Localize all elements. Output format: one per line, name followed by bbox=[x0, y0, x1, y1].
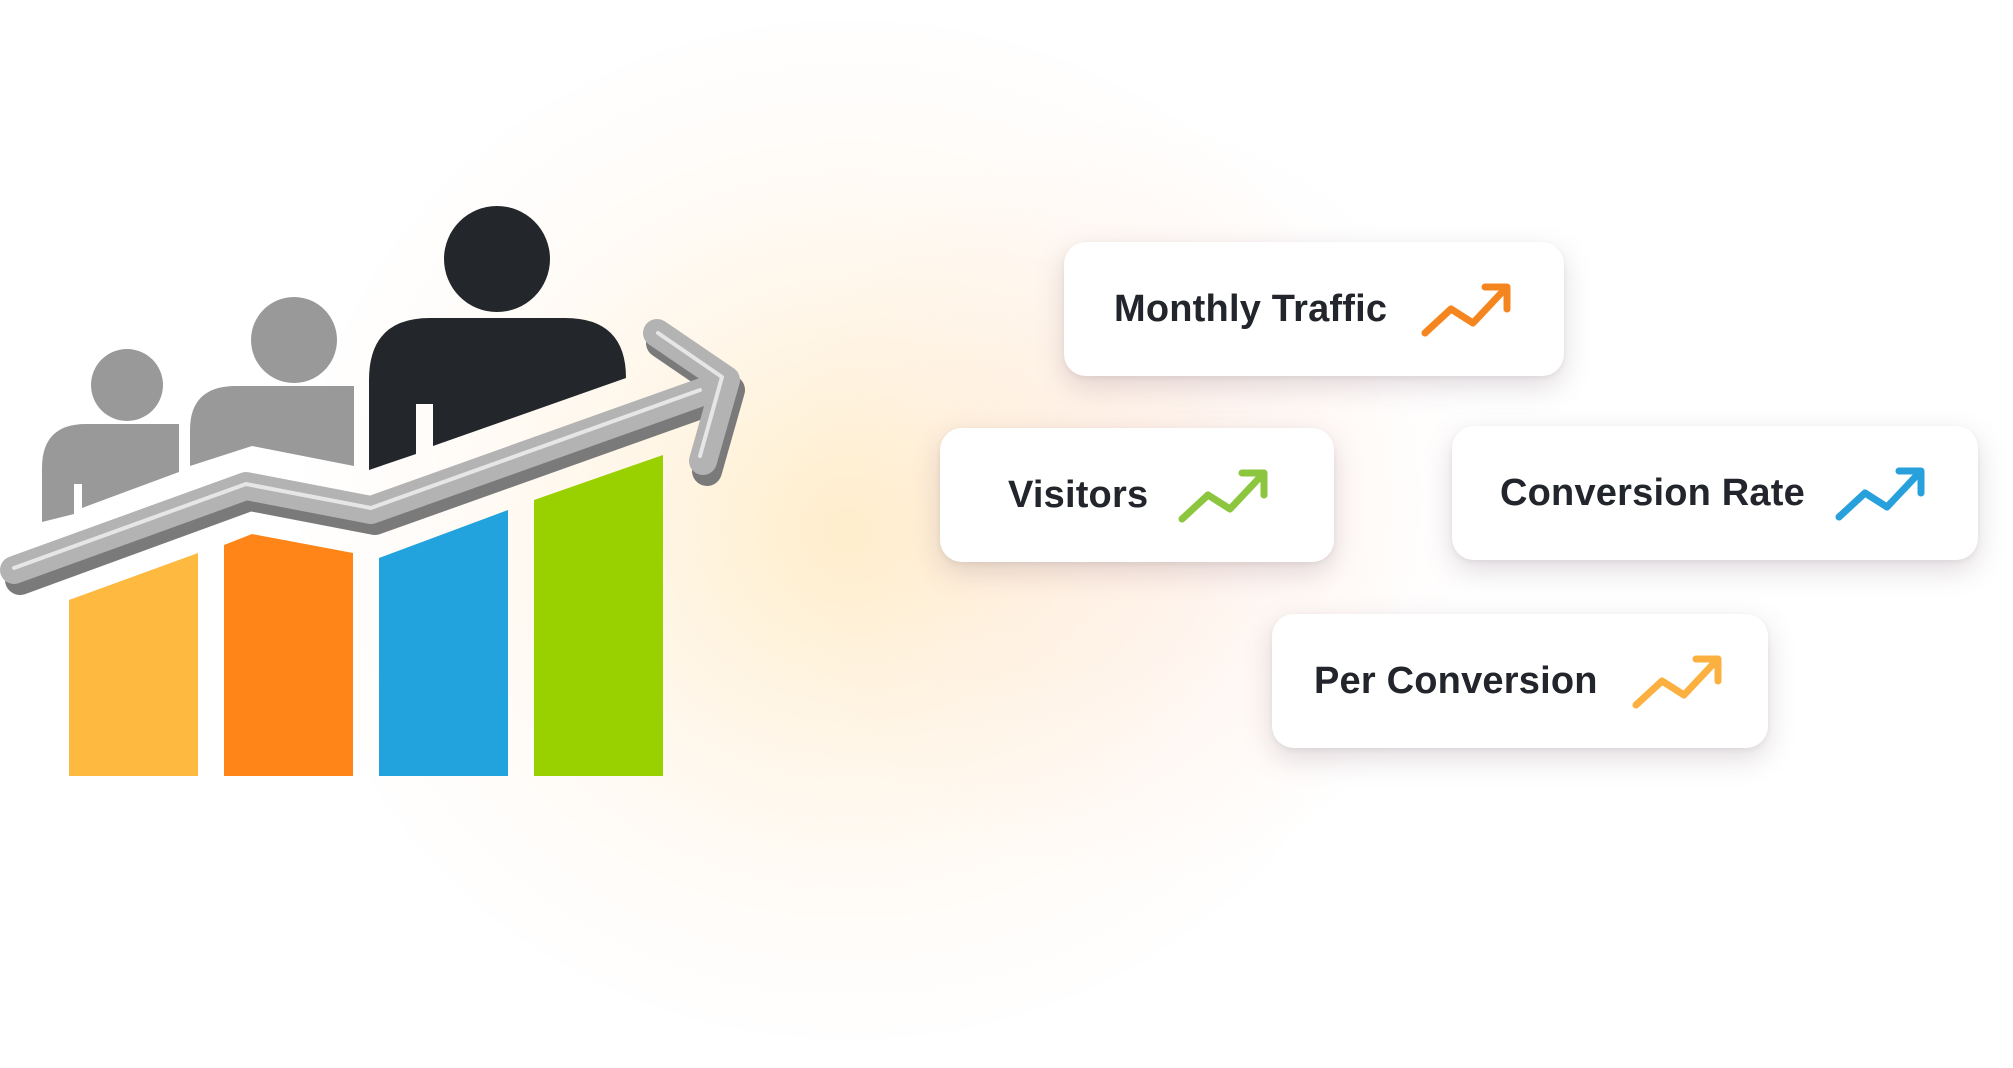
audience-growth-icon bbox=[0, 206, 745, 776]
metric-card-monthly-traffic: Monthly Traffic bbox=[1064, 242, 1564, 376]
person-small-icon bbox=[42, 349, 179, 522]
metric-label: Per Conversion bbox=[1314, 659, 1598, 702]
trend-up-icon bbox=[1835, 467, 1925, 521]
person-large-icon bbox=[369, 206, 626, 470]
metric-label: Conversion Rate bbox=[1500, 471, 1805, 514]
person-medium-icon bbox=[190, 297, 354, 466]
bar-yellow bbox=[69, 553, 198, 776]
trend-up-icon bbox=[1421, 283, 1511, 337]
bar-blue bbox=[379, 510, 508, 776]
metric-label: Monthly Traffic bbox=[1114, 287, 1388, 330]
metric-card-conversion-rate: Conversion Rate bbox=[1452, 426, 1978, 560]
metric-card-visitors: Visitors bbox=[940, 428, 1334, 562]
growth-arrow-icon bbox=[0, 319, 745, 595]
trend-up-icon bbox=[1178, 469, 1268, 523]
bar-orange bbox=[224, 534, 353, 776]
bar-green bbox=[534, 455, 663, 776]
metric-label: Visitors bbox=[1008, 473, 1149, 516]
trend-up-icon bbox=[1632, 655, 1722, 709]
metric-card-per-conversion: Per Conversion bbox=[1272, 614, 1768, 748]
